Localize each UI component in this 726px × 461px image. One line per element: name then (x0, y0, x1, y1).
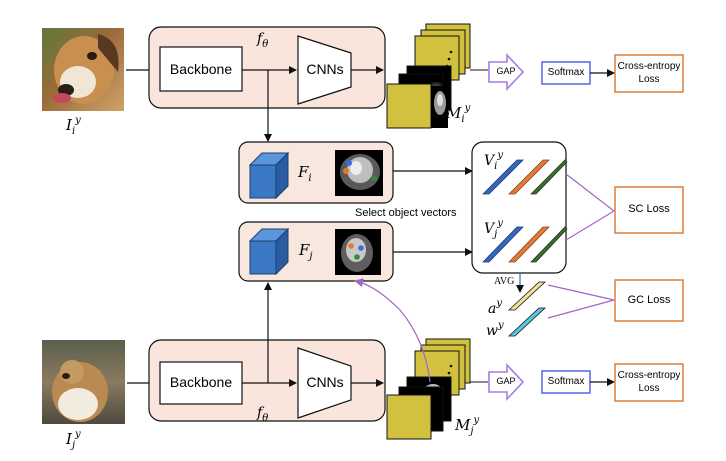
vi-bars (482, 159, 568, 195)
vj-bars (482, 226, 568, 263)
input-image-top (42, 28, 124, 111)
gc-loss-label: GC Loss (627, 294, 671, 306)
vi-label: Viy (484, 150, 503, 172)
mask-label-bottom: Mjy (455, 415, 480, 437)
backbone-label-top: Backbone (169, 61, 233, 77)
backbone-label-bottom: Backbone (169, 374, 233, 390)
mask-label-top: Miy (446, 103, 471, 125)
object-vectors-box (471, 141, 567, 274)
vj-label: Vjy (484, 218, 503, 240)
softmax-label-bottom: Softmax (547, 376, 585, 387)
ce-loss-box-top (614, 54, 684, 93)
vi-to-sc-line (565, 173, 615, 212)
a-bar (507, 281, 547, 311)
input-label-top: Iiy (66, 115, 81, 137)
vj-to-sc-line (565, 210, 615, 241)
input-label-bottom: Ijy (66, 429, 81, 451)
cnn-trapezoid-bottom (297, 347, 352, 419)
sc-loss-label: SC Loss (628, 203, 670, 215)
a-to-gc-line (547, 284, 615, 301)
ce-loss-label-top: Cross-entropy Loss (615, 60, 683, 86)
mask-stack-bottom (386, 338, 471, 440)
sc-loss-box (614, 186, 684, 234)
fi-attention-map (335, 150, 383, 196)
w-label: wy (486, 320, 504, 339)
fi-label: Fi (298, 163, 312, 184)
backbone-box-top (159, 46, 243, 92)
module-label-top: fθ (257, 31, 269, 50)
select-object-vectors-caption: Select object vectors (355, 207, 457, 219)
cnn-label-bottom: CNNs (306, 374, 344, 390)
fj-cube (248, 227, 290, 276)
fi-cube (248, 151, 290, 200)
ce-loss-box-bottom (614, 363, 684, 402)
a-label: ay (488, 298, 503, 317)
mask-stack-top (386, 23, 471, 129)
ce-loss-line2-bottom: Loss (638, 383, 660, 394)
input-image-bottom (42, 340, 125, 424)
softmax-label-top: Softmax (547, 67, 585, 78)
gap-label-bottom: GAP (496, 376, 516, 386)
cnn-label-top: CNNs (306, 61, 344, 77)
w-bar (507, 307, 547, 337)
ce-loss-line1-bottom: Cross-entropy (617, 370, 681, 381)
gap-arrow-bottom (488, 362, 525, 402)
module-label-bottom: fθ (257, 405, 269, 424)
mask-to-fj-curve-arrow (354, 278, 431, 383)
ce-loss-label-bottom: Cross-entropy Loss (615, 369, 683, 395)
gap-arrow-top (488, 52, 525, 92)
ce-loss-line1-top: Cross-entropy (617, 61, 681, 72)
cnn-trapezoid-top (297, 35, 352, 105)
gap-label-top: GAP (496, 66, 516, 76)
gc-loss-box (614, 279, 684, 322)
avg-label: AVG (494, 276, 515, 287)
fj-label: Fj (299, 241, 313, 262)
ce-loss-line2-top: Loss (638, 74, 660, 85)
w-to-gc-line (547, 299, 615, 319)
fj-attention-map (335, 229, 381, 275)
